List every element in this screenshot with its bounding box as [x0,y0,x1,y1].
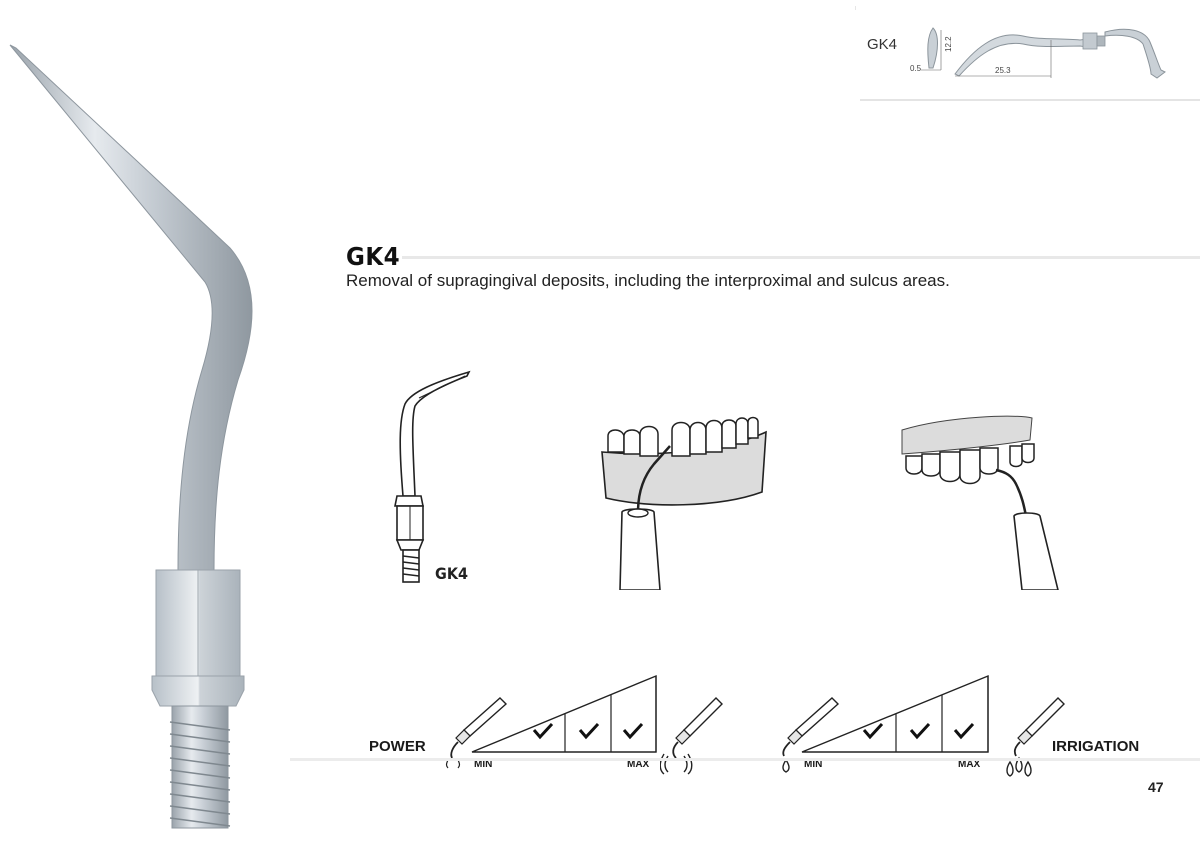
bottom-rule [290,758,1200,761]
irrigation-check-level-3 [909,722,931,740]
power-label: POWER [369,738,426,755]
dim-length-value: 25.3 [995,66,1011,75]
model-description: Removal of supragingival deposits, inclu… [346,271,950,290]
irrigation-check-level-2 [862,722,884,740]
irrigation-check-level-4 [953,722,975,740]
irrigation-handpiece-min-icon [782,697,840,773]
power-check-level-2 [532,722,554,740]
power-min-label: MIN [474,759,493,770]
power-check-level-4 [622,722,644,740]
lower-arch-illustration [601,416,767,590]
power-check-level-3 [578,722,600,740]
small-tip-label: GK4 [435,564,469,583]
spec-dimension-drawing: 0.5 12.2 25.3 [855,6,1200,101]
dim-height-value: 12.2 [944,36,953,52]
small-tip-illustration [394,370,471,583]
irrigation-level-triangle [801,674,989,753]
irrigation-max-label: MAX [958,759,981,770]
power-handpiece-min-icon [445,697,508,769]
irrigation-handpiece-max-icon [1006,697,1065,777]
power-handpiece-max-icon [660,697,723,775]
large-scaler-tip-image [9,44,253,829]
model-title: GK4 [346,242,401,271]
irrigation-min-label: MIN [804,759,823,770]
title-rule [402,256,1200,259]
power-max-label: MAX [627,759,650,770]
spec-code-label: GK4 [867,36,898,53]
upper-arch-illustration [901,415,1059,590]
page-number: 47 [1148,779,1164,795]
power-level-triangle [471,674,657,753]
dim-tip-value: 0.5 [910,64,922,73]
irrigation-label: IRRIGATION [1052,738,1140,755]
